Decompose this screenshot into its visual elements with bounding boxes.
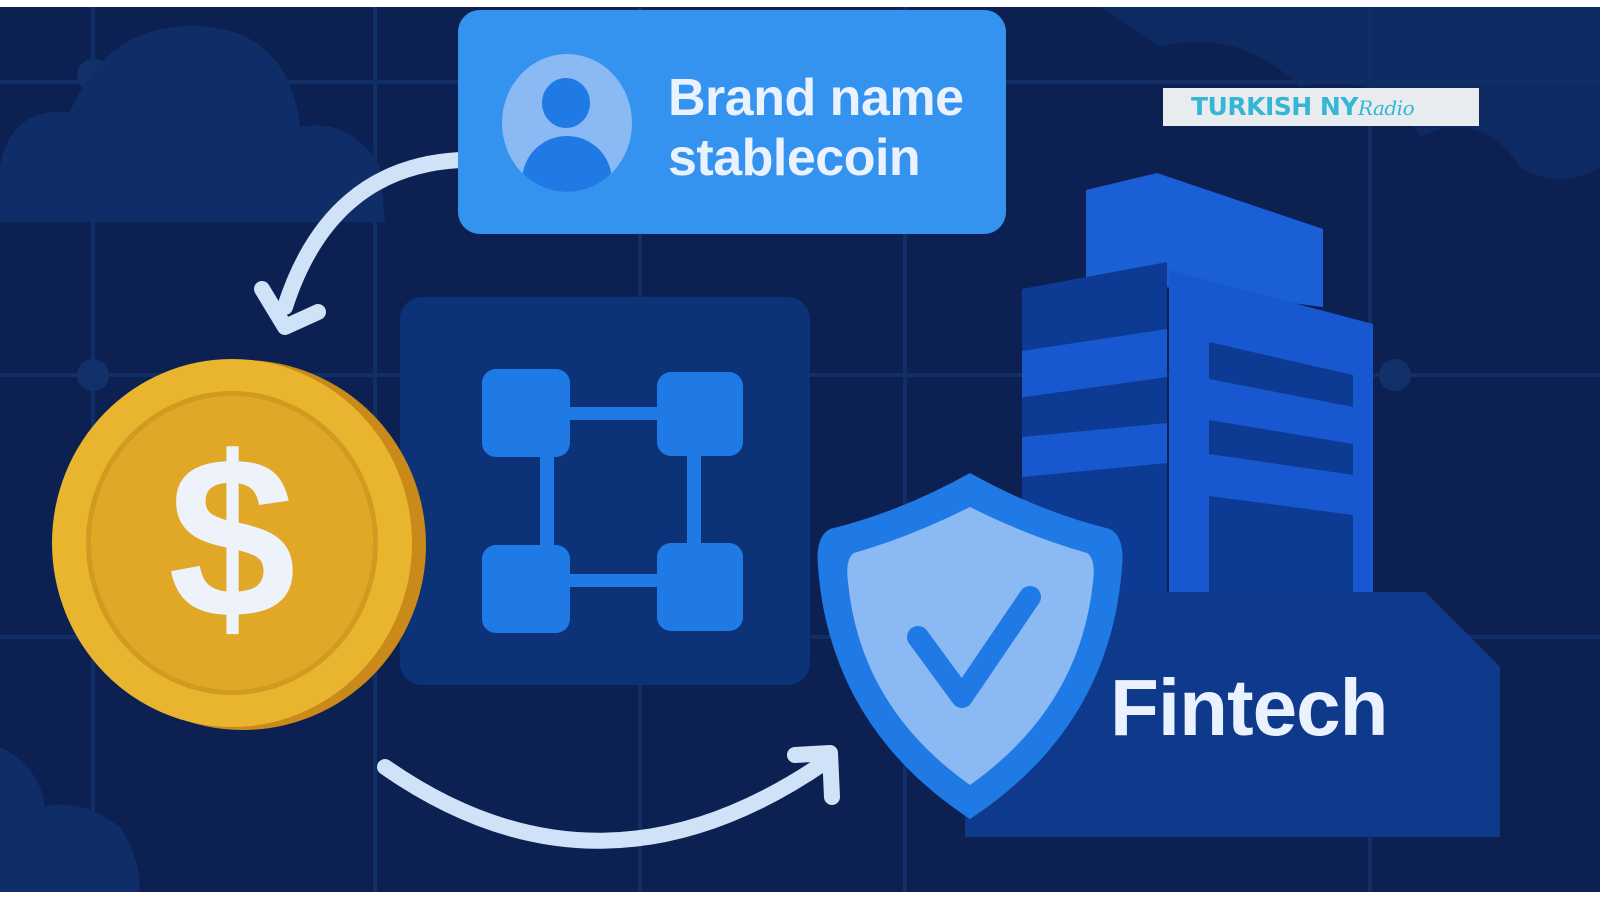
dollar-symbol: $ <box>168 409 296 666</box>
office-building-icon <box>965 173 1500 837</box>
dollar-coin-icon: $ <box>52 359 426 730</box>
blockchain-nodes-icon <box>482 369 743 633</box>
watermark-main: TURKISH NY <box>1191 92 1358 121</box>
brand-name-card: Brand name stablecoin <box>458 10 1006 234</box>
brand-title: Brand name stablecoin <box>668 68 964 188</box>
user-avatar-icon <box>502 54 632 192</box>
arrow-coin-to-shield <box>377 745 840 849</box>
illustration-canvas: Brand name stablecoin TURKISH NYRadio <box>0 7 1600 892</box>
blockchain-panel <box>400 297 810 685</box>
brand-line-2: stablecoin <box>668 129 921 187</box>
brand-line-1: Brand name <box>668 69 964 127</box>
shield-check-icon <box>817 473 1123 819</box>
arrow-card-to-coin <box>254 152 468 335</box>
watermark-script: Radio <box>1357 96 1415 120</box>
fintech-label: Fintech <box>1110 663 1388 752</box>
cloud-decoration <box>0 7 1600 892</box>
watermark-logo: TURKISH NYRadio <box>1163 88 1479 126</box>
